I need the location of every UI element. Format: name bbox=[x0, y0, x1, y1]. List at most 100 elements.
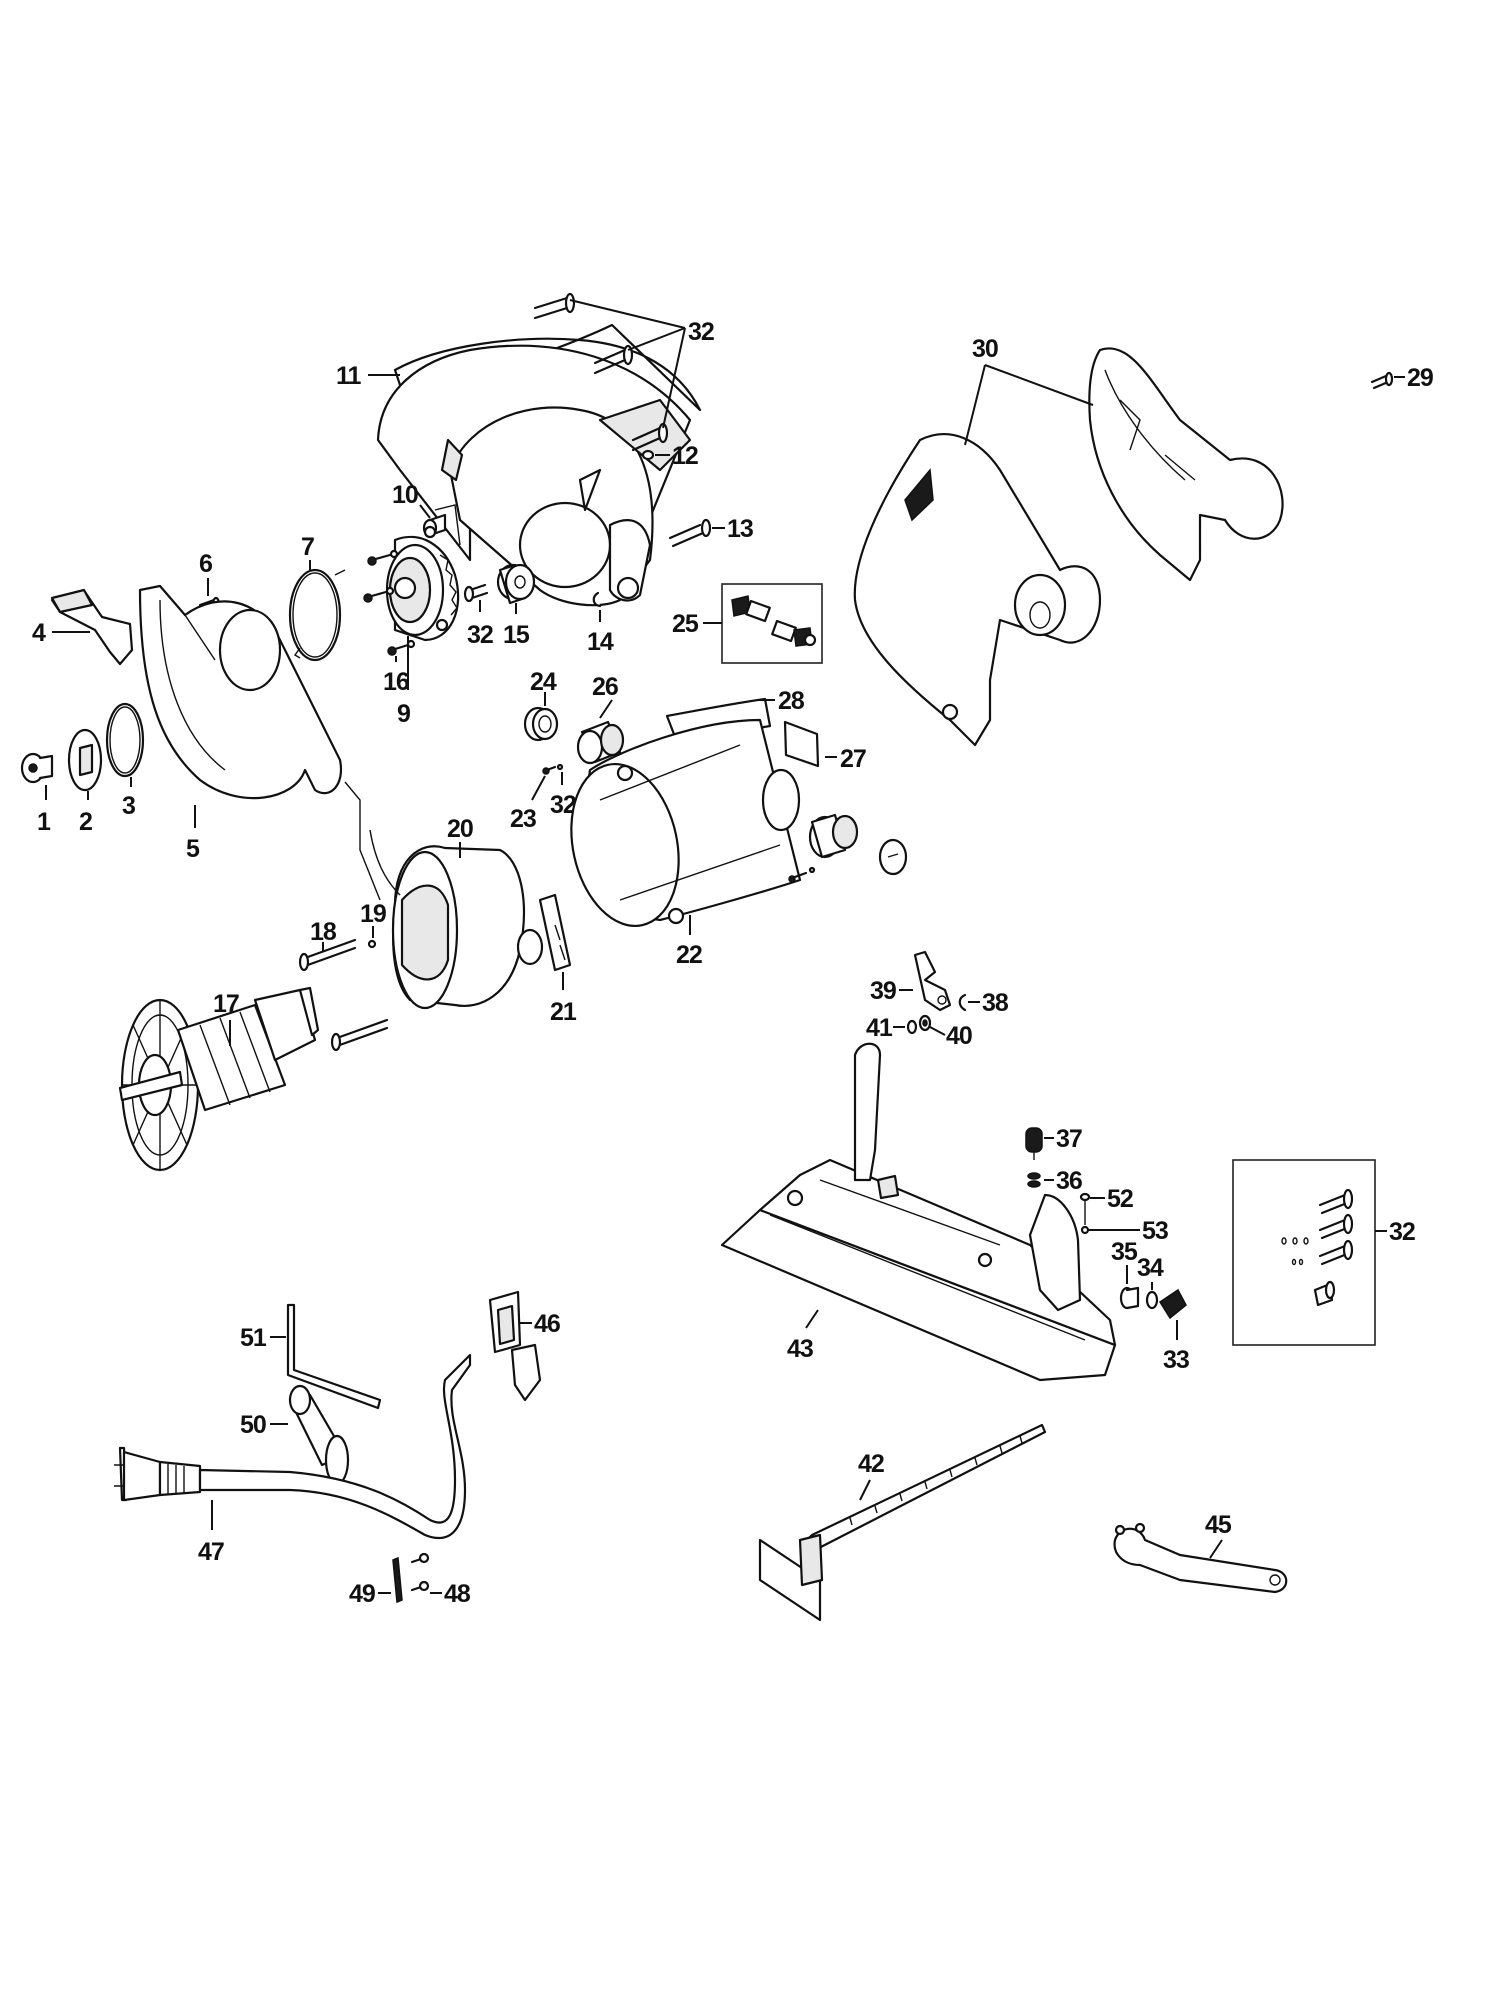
callout-30: 30 bbox=[972, 335, 998, 363]
callout-39: 39 bbox=[870, 977, 896, 1005]
brush-holder-26 bbox=[576, 720, 625, 765]
handle-housing-30 bbox=[853, 347, 1284, 747]
screw-23 bbox=[542, 763, 564, 775]
screw-32-flange bbox=[463, 583, 489, 603]
callout-42: 42 bbox=[858, 1450, 884, 1478]
cord-plug-47 bbox=[114, 1353, 472, 1540]
callout-16: 16 bbox=[383, 668, 409, 696]
screws-48 bbox=[410, 1552, 430, 1592]
callout-9: 9 bbox=[397, 700, 410, 728]
callout-1: 1 bbox=[37, 808, 51, 836]
leader-32-top-a bbox=[569, 299, 686, 329]
callout-41: 41 bbox=[866, 1014, 893, 1042]
bushing-15 bbox=[496, 563, 536, 605]
field-20 bbox=[344, 781, 544, 1010]
callout-23: 23 bbox=[510, 805, 536, 833]
callout-33: 33 bbox=[1163, 1346, 1189, 1374]
knob-37 bbox=[1025, 1127, 1043, 1160]
callout-2: 2 bbox=[79, 808, 92, 836]
washer-41 bbox=[906, 1019, 918, 1035]
blade-screw-1 bbox=[20, 752, 54, 784]
flange-screws bbox=[363, 549, 416, 656]
callout-37: 37 bbox=[1056, 1125, 1082, 1153]
callout-48: 48 bbox=[444, 1580, 471, 1608]
callout-7: 7 bbox=[301, 533, 314, 561]
callout-26: 26 bbox=[592, 673, 618, 701]
callout-21: 21 bbox=[550, 998, 577, 1026]
callout-27: 27 bbox=[840, 745, 866, 773]
terminal-21 bbox=[538, 893, 572, 972]
leader-42 bbox=[859, 1479, 871, 1501]
clip-38 bbox=[958, 993, 967, 1012]
leader-23 bbox=[531, 775, 546, 801]
wrench-45 bbox=[1113, 1522, 1288, 1594]
callout-47: 47 bbox=[198, 1538, 224, 1566]
callout-43: 43 bbox=[787, 1335, 813, 1363]
strain-relief-50 bbox=[288, 1384, 350, 1486]
rip-fence-42 bbox=[758, 1423, 1047, 1622]
hex-key-51 bbox=[286, 1303, 382, 1410]
callout-19: 19 bbox=[360, 900, 386, 928]
pin-12 bbox=[641, 449, 655, 461]
callout-45: 45 bbox=[1205, 1511, 1232, 1539]
callout-28: 28 bbox=[778, 687, 805, 715]
field-screws-18 bbox=[298, 938, 389, 1052]
callout-10: 10 bbox=[392, 481, 418, 509]
washer-53 bbox=[1080, 1225, 1090, 1235]
callout-51: 51 bbox=[240, 1324, 267, 1352]
callout-52: 52 bbox=[1107, 1185, 1133, 1213]
leader-43 bbox=[805, 1309, 819, 1329]
callout-32-top: 32 bbox=[688, 318, 714, 346]
lower-blade-guard-5 bbox=[138, 584, 343, 800]
callout-17: 17 bbox=[213, 990, 239, 1018]
pin-52 bbox=[1079, 1192, 1091, 1225]
flange-assembly-9 bbox=[385, 525, 460, 642]
washer-34 bbox=[1145, 1290, 1159, 1310]
e-clip-14 bbox=[592, 591, 602, 608]
callout-29: 29 bbox=[1407, 364, 1433, 392]
bolt-35 bbox=[1119, 1286, 1140, 1310]
callout-5: 5 bbox=[186, 835, 200, 863]
clamp-49 bbox=[392, 1556, 403, 1604]
callout-24: 24 bbox=[530, 668, 557, 696]
callout-12: 12 bbox=[672, 442, 698, 470]
pin-13 bbox=[668, 518, 712, 548]
callout-4: 4 bbox=[32, 619, 46, 647]
callout-53: 53 bbox=[1142, 1217, 1168, 1245]
callout-50: 50 bbox=[240, 1411, 266, 1439]
callout-32-flange: 32 bbox=[467, 621, 493, 649]
shoe-43 bbox=[720, 1042, 1117, 1382]
spring-7 bbox=[288, 568, 346, 662]
ring-3 bbox=[105, 702, 145, 778]
upper-blade-guard bbox=[376, 323, 702, 607]
motor-housing-22 bbox=[570, 718, 802, 928]
bearing-24 bbox=[523, 706, 559, 742]
screw-kit-32 bbox=[1232, 1159, 1376, 1346]
callout-36: 36 bbox=[1056, 1167, 1082, 1195]
armature-17 bbox=[118, 986, 320, 1172]
callout-25: 25 bbox=[672, 610, 699, 638]
spring-36 bbox=[1027, 1172, 1041, 1188]
callout-3: 3 bbox=[122, 792, 135, 820]
leader-30-b bbox=[984, 364, 1094, 406]
callout-6: 6 bbox=[199, 550, 212, 578]
nut-40 bbox=[918, 1014, 932, 1032]
bevel-lever-39 bbox=[913, 950, 952, 1012]
rear-brush-holder bbox=[788, 813, 908, 883]
callout-49: 49 bbox=[349, 1580, 375, 1608]
switch-46 bbox=[488, 1290, 542, 1402]
callout-14: 14 bbox=[587, 628, 614, 656]
callout-32-box: 32 bbox=[1389, 1218, 1415, 1246]
leader-45 bbox=[1209, 1539, 1223, 1559]
leader-32-top-b bbox=[627, 327, 686, 351]
leader-10 bbox=[419, 504, 431, 519]
callout-13: 13 bbox=[727, 515, 753, 543]
callout-46: 46 bbox=[534, 1310, 560, 1338]
callout-34: 34 bbox=[1137, 1254, 1164, 1282]
callout-35: 35 bbox=[1111, 1238, 1138, 1266]
outer-washer-2 bbox=[67, 728, 103, 792]
callout-20: 20 bbox=[447, 815, 473, 843]
callout-11: 11 bbox=[336, 362, 362, 390]
leader-26 bbox=[599, 699, 613, 719]
